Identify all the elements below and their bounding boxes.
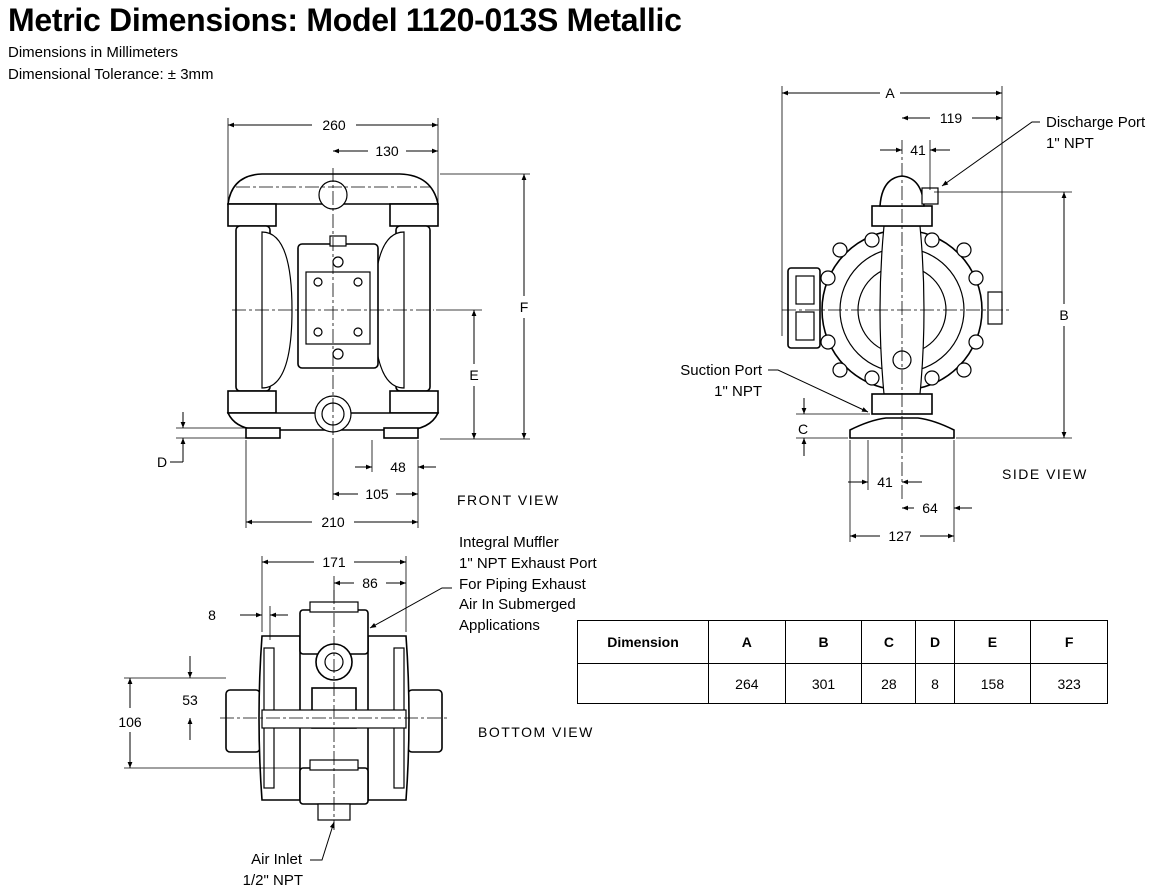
- table-cell: 158: [953, 663, 1032, 704]
- dim-F: F: [520, 299, 529, 315]
- right-port-box: [407, 689, 443, 753]
- table-header-cell: A: [708, 620, 786, 664]
- bottom-right-flange: [389, 390, 439, 414]
- left-port-box: [225, 689, 261, 753]
- page-title: Metric Dimensions: Model 1120-013S Metal…: [8, 2, 682, 38]
- table-cell: 323: [1030, 663, 1108, 704]
- discharge-port-label: Discharge Port: [1046, 114, 1146, 131]
- table-cell: [577, 663, 709, 704]
- bottom-view: 171 86 8 53 106 Integral Muffler 1" NPT …: [118, 534, 597, 889]
- right-foot: [383, 427, 419, 439]
- discharge-port-size: 1" NPT: [1046, 135, 1094, 152]
- dim-41-top: 41: [910, 142, 926, 158]
- air-inlet-size: 1/2" NPT: [243, 872, 303, 889]
- dim-105: 105: [365, 486, 389, 502]
- bottom-left-flange: [227, 390, 277, 414]
- table-cell: 28: [861, 663, 917, 704]
- dim-E: E: [469, 367, 478, 383]
- dim-260: 260: [322, 117, 346, 133]
- dim-B: B: [1059, 307, 1068, 323]
- bottom-view-label: BOTTOM VIEW: [478, 724, 594, 740]
- table-header-cell: C: [861, 620, 917, 664]
- dim-8: 8: [208, 607, 216, 623]
- dim-48: 48: [390, 459, 406, 475]
- suction-port-label: Suction Port: [680, 362, 763, 379]
- dim-130: 130: [375, 143, 399, 159]
- dimension-table: Dimension A B C D E F 264 301 28 8 158 3…: [577, 620, 1108, 704]
- muffler-line-4: Air In Submerged: [459, 596, 576, 613]
- air-inlet-label: Air Inlet: [251, 851, 303, 868]
- table-header-cell: Dimension: [577, 620, 709, 664]
- top-left-flange: [227, 203, 277, 227]
- dim-D: D: [157, 454, 167, 470]
- muffler-line-5: Applications: [459, 617, 540, 634]
- table-cell: 8: [915, 663, 955, 704]
- dim-127: 127: [888, 528, 912, 544]
- muffler-line-2: 1" NPT Exhaust Port: [459, 555, 597, 572]
- dim-171: 171: [322, 554, 346, 570]
- dim-119: 119: [940, 110, 963, 126]
- front-view: 260 130 F E D 48 105: [157, 117, 560, 530]
- table-row: 264 301 28 8 158 323: [577, 663, 1108, 704]
- top-right-flange: [389, 203, 439, 227]
- table-header-cell: B: [784, 620, 863, 664]
- dim-64: 64: [922, 500, 938, 516]
- dim-C: C: [798, 421, 808, 437]
- side-stub: [987, 291, 1003, 325]
- dim-53: 53: [182, 692, 198, 708]
- dim-A: A: [885, 85, 895, 101]
- table-header-row: Dimension A B C D E F: [577, 620, 1108, 664]
- table-header-cell: F: [1030, 620, 1108, 664]
- table-header-cell: E: [953, 620, 1032, 664]
- dim-106: 106: [118, 714, 142, 730]
- front-view-label: FRONT VIEW: [457, 492, 560, 508]
- side-view-label: SIDE VIEW: [1002, 466, 1088, 482]
- left-foot: [245, 427, 281, 439]
- table-header-cell: D: [915, 620, 955, 664]
- dim-86: 86: [362, 575, 378, 591]
- table-cell: 301: [784, 663, 863, 704]
- tolerance-note: Dimensional Tolerance: ± 3mm: [8, 66, 214, 83]
- units-note: Dimensions in Millimeters: [8, 44, 179, 61]
- muffler-line-1: Integral Muffler: [459, 534, 559, 551]
- dim-210: 210: [321, 514, 345, 530]
- table-cell: 264: [708, 663, 786, 704]
- side-view: A 119 41 B C 41 64 127: [680, 85, 1146, 544]
- muffler-line-3: For Piping Exhaust: [459, 576, 587, 593]
- suction-port-size: 1" NPT: [714, 383, 762, 400]
- dim-41-bottom: 41: [877, 474, 893, 490]
